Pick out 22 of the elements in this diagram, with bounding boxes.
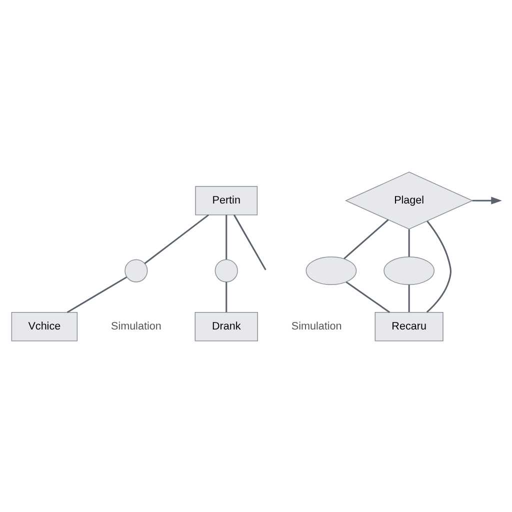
node-circle [124, 258, 148, 282]
node-ellipse [306, 256, 357, 285]
node-ellipse [384, 256, 435, 285]
arrow [472, 196, 502, 204]
connector [346, 280, 390, 312]
connector [233, 214, 266, 270]
connector [66, 276, 128, 313]
node-diamond: Plagel [344, 171, 474, 230]
connector [226, 214, 228, 259]
node-box: Recaru [374, 312, 444, 341]
node-box: Vchice [11, 312, 78, 341]
connector [426, 220, 452, 312]
connector [344, 218, 389, 259]
node-circle [214, 258, 238, 282]
connector [408, 284, 410, 312]
connector [408, 228, 410, 256]
node-box: Pertin [195, 185, 258, 215]
label: Simulation [111, 320, 162, 332]
connector [226, 282, 228, 312]
node-box: Drank [194, 312, 258, 341]
label: Simulation [291, 320, 342, 332]
connector [144, 214, 210, 264]
